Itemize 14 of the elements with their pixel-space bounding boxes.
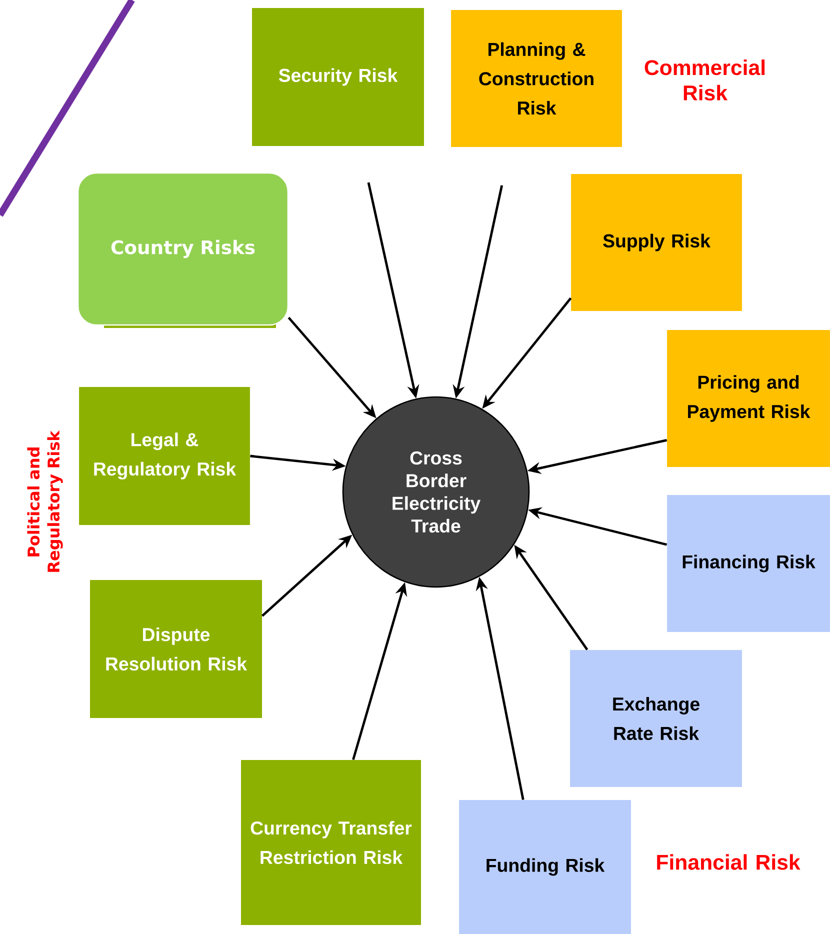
group-label: Political and Regulatory Risk: [27, 430, 63, 572]
group-label: Commercial Risk: [644, 60, 765, 100]
risk-box: Dispute Resolution Risk: [90, 580, 262, 718]
risk-box: Exchange Rate Risk: [570, 650, 742, 788]
risk-box: Supply Risk: [571, 174, 742, 312]
group-label: Financial Risk: [657, 854, 800, 870]
risk-box: Security Risk: [252, 8, 424, 146]
risk-box: Legal & Regulatory Risk: [79, 387, 250, 525]
risk-box: Currency Transfer Restriction Risk: [241, 760, 421, 926]
rounded-box: Country Risks: [77, 172, 289, 326]
risk-box: Financing Risk: [667, 494, 830, 632]
risk-box: Funding Risk: [459, 800, 631, 934]
risk-box: Pricing and Payment Risk: [667, 330, 830, 468]
risk-box: Planning & Construction Risk: [451, 10, 622, 148]
